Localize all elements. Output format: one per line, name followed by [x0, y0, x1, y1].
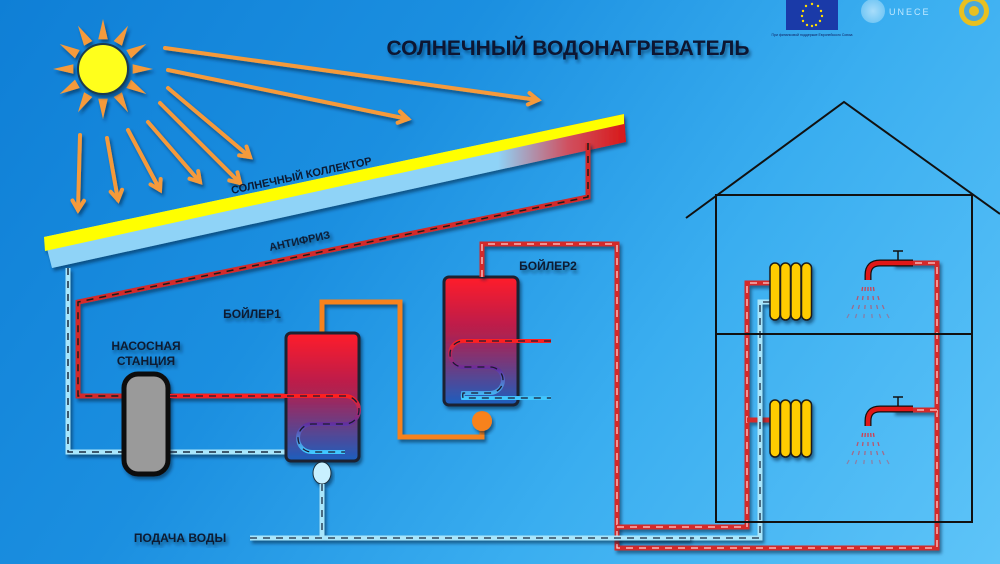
pump-station — [121, 371, 171, 477]
sun-spike — [98, 98, 108, 119]
water-drop — [861, 432, 864, 438]
boiler-link-pipe — [319, 299, 485, 440]
water-drop — [854, 459, 858, 465]
water-drop — [878, 313, 882, 319]
sun-spike — [78, 92, 93, 113]
sun-spike — [113, 25, 128, 46]
eu-caption: При финансовой поддержке Европейского Со… — [772, 33, 853, 37]
water-drop — [851, 450, 855, 456]
hot-water-tap-upper — [846, 250, 913, 319]
water-drop — [872, 441, 875, 447]
sun-spike — [132, 64, 153, 74]
house — [685, 100, 1000, 523]
unece-logo: UNECE — [861, 0, 931, 23]
radiator-section — [790, 399, 802, 458]
sun-spike — [126, 44, 147, 59]
water-drop — [846, 459, 850, 465]
water-drop — [876, 304, 879, 310]
sun-ray-arrow — [166, 86, 253, 160]
radiator-section — [779, 399, 792, 458]
radiator-section — [790, 262, 802, 321]
sun-ray-arrow — [105, 136, 125, 204]
heating-pipe — [617, 280, 770, 530]
water-supply-label: ПОДАЧА ВОДЫ — [134, 531, 226, 545]
water-drop — [881, 304, 885, 310]
unece-text: UNECE — [889, 7, 931, 17]
pump-station-label-line2: СТАНЦИЯ — [117, 354, 175, 368]
tap-spout — [865, 406, 913, 426]
house-walls — [715, 194, 973, 523]
house-roof — [685, 100, 1000, 219]
radiator-section — [800, 262, 813, 321]
water-drop — [877, 295, 880, 301]
water-drop — [876, 450, 879, 456]
sun-spike — [78, 25, 93, 46]
water-drop — [857, 304, 860, 310]
boiler2-label: БОЙЛЕР2 — [519, 258, 577, 273]
kazakhstan-emblem — [959, 0, 989, 26]
page-title: СОЛНЕЧНЫЙ ВОДОНАГРЕВАТЕЛЬ — [387, 36, 750, 60]
water-drop — [886, 313, 890, 319]
solar-collector — [44, 114, 626, 268]
water-drop — [861, 295, 864, 301]
water-drop — [861, 441, 864, 447]
eu-flag-logo: При финансовой поддержке Европейского Со… — [772, 0, 853, 37]
boiler2-pump — [472, 411, 492, 431]
sun-spike — [126, 79, 147, 94]
radiator-upper — [769, 262, 813, 321]
sun-spike — [113, 92, 128, 113]
tap-spout — [865, 260, 913, 280]
water-drop — [872, 432, 875, 438]
sun-spike — [59, 44, 80, 59]
radiator-section — [769, 399, 781, 458]
sun-ray-arrow — [146, 120, 203, 185]
water-drop — [851, 304, 855, 310]
sun-ray-arrow — [166, 68, 412, 125]
pump-station-label-line1: НАСОСНАЯ — [111, 339, 180, 353]
water-drop — [846, 313, 850, 319]
radiator-section — [769, 262, 781, 321]
sun-spike — [59, 79, 80, 94]
water-drop — [878, 459, 882, 465]
water-drop — [877, 441, 880, 447]
sun-ray-arrow — [158, 101, 243, 186]
water-drop — [856, 441, 859, 447]
sun-ray-arrows — [70, 46, 542, 214]
boiler1-label: БОЙЛЕР1 — [223, 306, 281, 321]
water-drop — [872, 295, 875, 301]
sun-ray-arrow — [163, 46, 542, 107]
radiator-lower — [769, 399, 813, 458]
sun-ray-arrow — [126, 128, 163, 194]
water-drop — [861, 286, 864, 292]
water-drop — [872, 286, 875, 292]
boiler1-inlet-valve — [312, 461, 332, 485]
sun-spike — [98, 19, 108, 40]
hot-water-tap-lower — [846, 396, 913, 465]
water-drop — [856, 295, 859, 301]
radiator-section — [779, 262, 792, 321]
radiator-section — [800, 399, 813, 458]
water-drop — [854, 313, 858, 319]
sun-spike — [53, 64, 74, 74]
water-supply-pipe — [250, 484, 690, 541]
water-drop — [881, 450, 885, 456]
sun-ray-arrow — [70, 133, 86, 214]
water-drop — [886, 459, 890, 465]
sun-icon — [53, 19, 153, 119]
water-drop — [857, 450, 860, 456]
